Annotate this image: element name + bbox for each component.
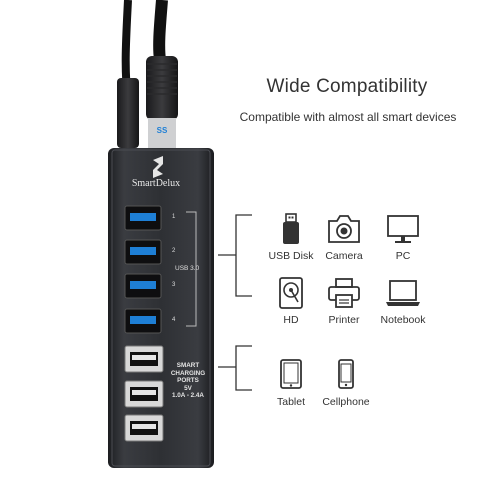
port-number: 2: [172, 248, 176, 254]
device-hd: HD: [260, 276, 322, 326]
device-label: USB Disk: [268, 250, 314, 262]
subline: Compatible with almost all smart devices: [239, 110, 457, 124]
device-usb-disk: USB Disk: [260, 212, 322, 262]
hard-drive-icon: [279, 277, 303, 309]
charging-port: [124, 380, 164, 408]
cellphone-icon: [338, 359, 354, 389]
charging-ports-label: SMART CHARGING PORTS 5V 1.0A - 2.4A: [170, 362, 206, 400]
laptop-icon: [386, 280, 420, 306]
port-number: 1: [172, 214, 176, 220]
charging-label-line: PORTS: [177, 377, 199, 384]
usb3-port: [124, 205, 162, 231]
usb3-port: [124, 308, 162, 334]
svg-text:SS: SS: [157, 126, 168, 135]
device-label: Camera: [325, 250, 363, 262]
charging-port: [124, 345, 164, 373]
device-tablet: Tablet: [260, 358, 322, 408]
usb3-plug: SS: [146, 56, 178, 152]
device-label: Notebook: [380, 314, 426, 326]
device-label: PC: [395, 250, 411, 262]
device-cellphone: Cellphone: [315, 358, 377, 408]
headline: Wide Compatibility: [266, 76, 428, 97]
device-notebook: Notebook: [372, 276, 434, 326]
usb3-label: USB 3.0: [175, 265, 200, 272]
dc-power-plug: [117, 78, 139, 148]
charging-label-line: 5V: [184, 384, 192, 392]
charging-label-line: CHARGING: [170, 369, 206, 377]
bracket-charging: [218, 345, 252, 391]
camera-icon: [328, 215, 360, 243]
monitor-icon: [387, 215, 419, 243]
device-label: Cellphone: [322, 396, 370, 408]
printer-icon: [328, 278, 360, 308]
usb-cable: [153, 0, 168, 61]
charging-port: [124, 414, 164, 442]
device-printer: Printer: [313, 276, 375, 326]
charging-label-line: 1.0A - 2.4A: [172, 392, 204, 399]
bracket-usb3: [218, 214, 252, 297]
charging-ports: [124, 345, 164, 442]
usb3-port: [124, 239, 162, 265]
device-label: Printer: [328, 314, 360, 326]
usb-disk-icon: [283, 213, 299, 244]
usb3-port: [124, 273, 162, 299]
brand-name: SmartDelux: [131, 178, 181, 189]
device-label: Tablet: [276, 396, 306, 408]
device-camera: Camera: [313, 212, 375, 262]
usb3-ports: [124, 205, 162, 334]
device-label: HD: [283, 314, 299, 326]
port-number: 3: [172, 282, 176, 288]
port-number: 4: [172, 317, 176, 323]
tablet-icon: [280, 359, 302, 389]
brand-logo-icon: [153, 156, 163, 178]
charging-label-line: SMART: [176, 362, 200, 369]
device-pc: PC: [372, 212, 434, 262]
